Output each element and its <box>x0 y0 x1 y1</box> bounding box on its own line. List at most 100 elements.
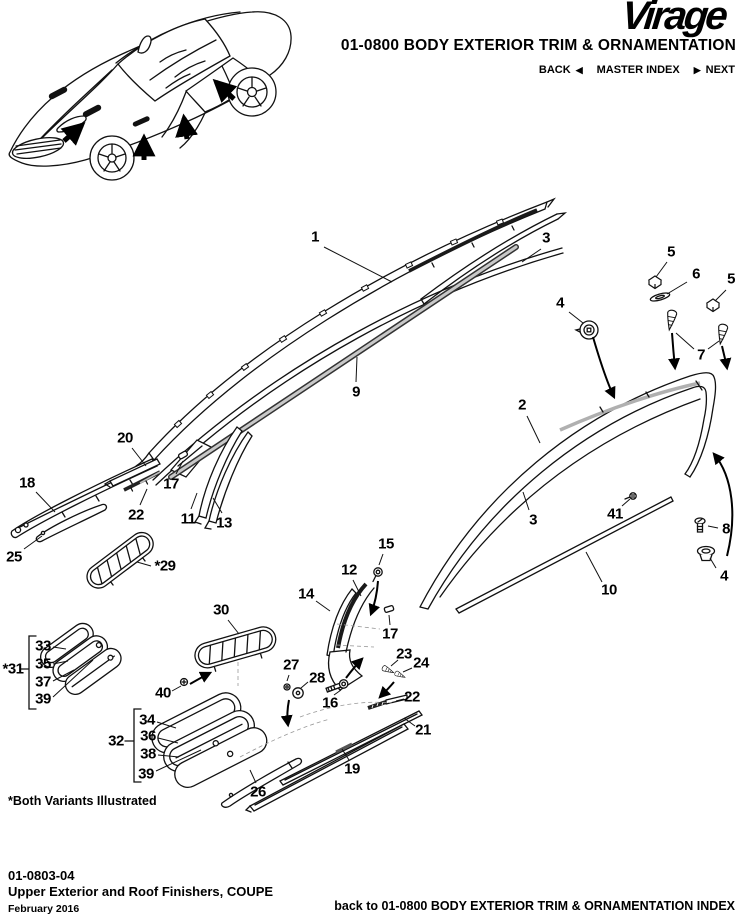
variants-note: *Both Variants Illustrated <box>8 794 157 808</box>
part-22-strip <box>123 470 161 492</box>
leader-line <box>666 281 688 295</box>
part-17-clip <box>383 604 395 614</box>
part-31-vent-assembly <box>39 622 122 695</box>
leader-line <box>352 579 362 597</box>
leader-line <box>709 557 717 569</box>
leader-line <box>139 488 148 506</box>
location-arrows <box>60 78 238 160</box>
leader-line <box>378 553 384 566</box>
leader-line <box>521 248 542 263</box>
leader-line <box>522 491 530 511</box>
leader-line <box>585 551 603 583</box>
leader-line <box>675 332 695 350</box>
car-inset-illustration <box>8 11 292 181</box>
leader-line <box>52 646 67 650</box>
leader-line <box>23 535 43 550</box>
part-21-sill-strip <box>279 710 423 786</box>
leader-line <box>300 681 309 689</box>
leader-line <box>333 689 342 696</box>
leader-line <box>131 447 147 467</box>
bracket-32 <box>124 708 142 783</box>
leader-line <box>388 614 391 626</box>
header-nav: BACK ◀ MASTER INDEX ▶ NEXT <box>539 64 735 76</box>
part-41-screw <box>624 492 637 500</box>
nav-back-link[interactable]: BACK ◀ <box>539 64 583 76</box>
leader-line <box>52 660 69 665</box>
fender-vent <box>132 116 150 127</box>
leader-line <box>355 356 358 383</box>
doc-number: 01-0803-04 <box>8 868 75 883</box>
leader-line <box>714 289 727 302</box>
part-40-screw <box>179 677 189 687</box>
leader-line <box>157 754 180 758</box>
leader-line <box>35 491 56 513</box>
part-15-screw <box>372 567 383 583</box>
assembly-arrows <box>189 332 734 728</box>
part-12-finisher-blade <box>336 582 368 649</box>
leader-line <box>315 600 331 612</box>
leader-line <box>249 769 257 784</box>
door-mirror <box>137 35 152 54</box>
part-5-clip <box>648 275 662 290</box>
part-28-washer <box>292 687 304 699</box>
doc-title: Upper Exterior and Roof Finishers, COUPE <box>8 884 274 899</box>
part-1-drip-moulding <box>408 208 538 273</box>
part-13-pillar-finisher <box>203 431 253 530</box>
back-arrow-icon: ◀ <box>575 64 583 75</box>
nav-next-label: NEXT <box>705 64 735 76</box>
back-to-index-link[interactable]: back to 01-0800 BODY EXTERIOR TRIM & ORN… <box>334 899 735 913</box>
leader-line <box>568 311 584 324</box>
leader-line <box>212 497 223 514</box>
next-arrow-icon: ▶ <box>693 64 701 75</box>
leader-line <box>403 717 416 727</box>
part-27-washer <box>283 683 291 691</box>
leader-line <box>621 498 631 507</box>
part-17-clip <box>177 450 189 460</box>
leader-line <box>323 246 393 283</box>
part-9-finisher-strip <box>168 244 519 480</box>
part-29-bonnet-vent <box>86 531 154 589</box>
part-19-sill-strip <box>244 723 409 813</box>
part-23-screw <box>380 664 396 676</box>
doc-date: February 2016 <box>8 903 80 915</box>
leader-line <box>136 561 152 567</box>
leader-line <box>171 685 182 692</box>
leader-line <box>155 749 202 772</box>
nav-master-index-label: MASTER INDEX <box>596 64 680 76</box>
part-8-screw <box>694 517 706 533</box>
leader-line <box>341 748 350 761</box>
leader-line <box>526 415 541 444</box>
leader-line <box>395 698 405 702</box>
leader-line <box>402 667 413 673</box>
part-20-strip <box>103 458 161 488</box>
leader-line <box>156 721 177 729</box>
page-title: 01-0800 BODY EXTERIOR TRIM & ORNAMENTATI… <box>340 37 736 54</box>
bracket-31 <box>20 635 37 710</box>
frame-channel-shading <box>559 381 701 432</box>
leader-line <box>52 659 94 698</box>
part-10-waist-strip <box>455 496 674 614</box>
leader-line <box>655 261 668 278</box>
nav-master-index-link[interactable]: MASTER INDEX <box>597 64 680 76</box>
part-6-washer <box>649 292 671 302</box>
leader-line <box>190 492 198 510</box>
part-4-grommet-mushroom <box>696 545 716 562</box>
part-11-pillar-finisher <box>193 426 243 525</box>
leader-line <box>286 674 290 682</box>
part-16-bolt <box>325 679 349 693</box>
hood-vent <box>48 86 68 100</box>
part-30-bonnet-vent <box>194 626 277 672</box>
part-26-finisher-panel <box>220 757 303 808</box>
part-25-finisher-blade <box>35 503 108 543</box>
part-4-grommet <box>574 320 599 340</box>
part-5-clip <box>706 298 720 313</box>
part-7-screw <box>664 309 678 332</box>
leader-line <box>390 659 399 667</box>
part-32-vent-assembly <box>151 692 268 788</box>
part-1-roof-rail-finisher <box>135 197 556 467</box>
windshield <box>117 18 231 102</box>
nav-back-label: BACK <box>538 64 571 76</box>
nav-next-link[interactable]: ▶ NEXT <box>694 64 735 76</box>
